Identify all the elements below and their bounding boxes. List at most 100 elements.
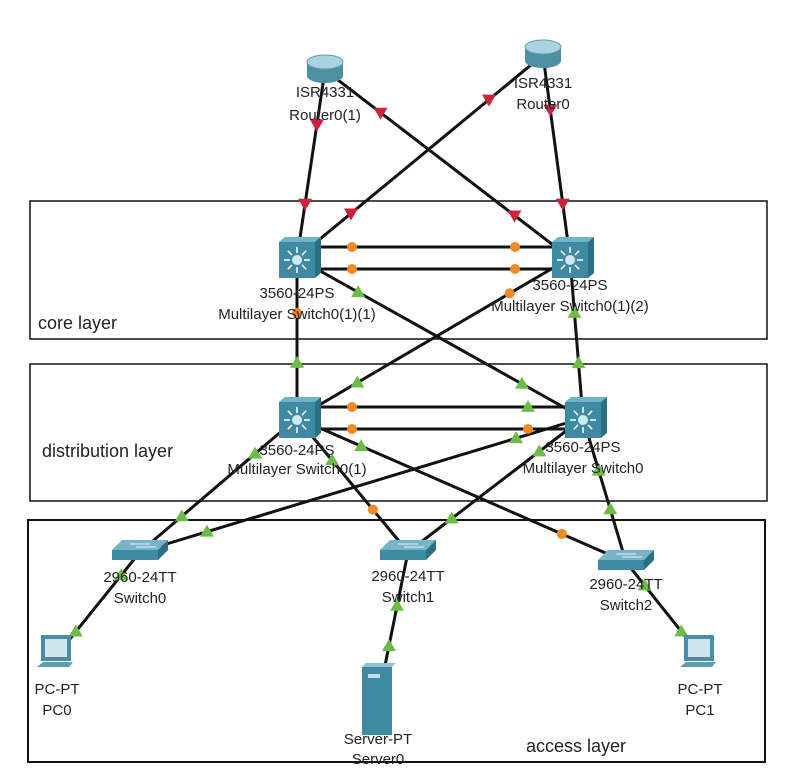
switch-icon	[380, 540, 436, 560]
device-name-label: Multilayer Switch0(1)	[227, 461, 366, 478]
router-icon	[524, 39, 562, 68]
link-r01-c1[interactable]	[295, 69, 327, 259]
link-status-down-marker	[373, 107, 388, 120]
link-d2-s1[interactable]	[407, 416, 584, 554]
link-status-blocking-marker	[504, 288, 515, 299]
device-d1[interactable]: 3560-24PS Multilayer Switch0(1)	[227, 397, 367, 478]
device-name-label: PC0	[42, 702, 71, 719]
device-name-label: Server0	[352, 751, 405, 768]
link-status-up-marker	[350, 375, 365, 388]
device-name-label: Router0	[516, 96, 569, 113]
link-status-blocking-marker	[556, 528, 567, 539]
device-c1[interactable]: 3560-24PS Multilayer Switch0(1)(1)	[218, 237, 376, 323]
link-c1-d2[interactable]	[296, 256, 584, 420]
link-status-down-marker	[555, 198, 570, 211]
device-model-label: 2960-24TT	[371, 568, 444, 585]
areas-layer: core layer distribution layer access lay…	[27, 200, 768, 763]
link-d1-s2[interactable]	[296, 416, 627, 564]
link-d2-s2[interactable]	[581, 417, 628, 563]
device-name-label: PC1	[685, 702, 714, 719]
switch-icon	[598, 550, 654, 570]
distribution-layer-label: distribution layer	[42, 441, 173, 461]
device-s1[interactable]: 2960-24TT Switch1	[371, 540, 445, 606]
link-status-blocking-marker	[510, 242, 520, 252]
access-layer-area[interactable]	[27, 519, 766, 763]
link-status-down-marker	[543, 104, 558, 117]
link-r01-c2[interactable]	[324, 68, 571, 260]
device-name-label: Router0(1)	[289, 107, 361, 124]
link-status-down-marker	[298, 198, 313, 211]
server-icon	[362, 663, 396, 735]
multilayer-switch-icon	[279, 237, 321, 278]
link-status-down-marker	[343, 208, 358, 221]
link-status-up-marker	[351, 285, 366, 298]
link-status-blocking-marker	[347, 264, 357, 274]
device-model-label: 3560-24PS	[259, 442, 334, 459]
link-c2-d2[interactable]	[568, 257, 585, 419]
multilayer-switch-icon	[565, 397, 607, 438]
link-status-up-marker	[567, 305, 582, 318]
link-status-up-marker	[381, 639, 396, 651]
link-status-up-marker	[174, 509, 189, 522]
links-layer	[55, 53, 702, 701]
link-status-up-marker	[444, 511, 459, 524]
device-pc0[interactable]: PC-PT PC0	[35, 635, 80, 719]
core-layer-area[interactable]	[29, 200, 768, 340]
link-status-up-marker	[290, 356, 304, 368]
core-layer-label: core layer	[38, 313, 117, 333]
link-status-blocking-marker	[347, 402, 357, 412]
pc-icon	[37, 635, 73, 667]
device-model-label: 3560-24PS	[532, 277, 607, 294]
link-status-up-marker	[200, 524, 215, 537]
device-model-label: 2960-24TT	[103, 569, 176, 586]
distribution-layer-area[interactable]	[29, 363, 768, 502]
switch-icon	[112, 540, 168, 560]
device-pc1[interactable]: PC-PT PC1	[678, 635, 723, 719]
access-layer-label: access layer	[526, 736, 626, 756]
device-model-label: PC-PT	[35, 681, 80, 698]
link-status-up-marker	[354, 439, 369, 451]
link-d1-s1[interactable]	[295, 417, 410, 553]
link-status-up-marker	[514, 376, 529, 389]
device-model-label: 3560-24PS	[259, 285, 334, 302]
device-name-label: Multilayer Switch0	[523, 460, 644, 477]
link-r0-c2[interactable]	[541, 54, 572, 259]
link-status-up-marker	[325, 453, 340, 466]
device-model-label: PC-PT	[678, 681, 723, 698]
devices-layer: ISR4331Router0(1)ISR4331Router03560-24PS…	[35, 39, 723, 768]
device-name-label: Switch2	[600, 597, 653, 614]
link-status-up-marker	[508, 431, 523, 444]
link-status-down-marker	[482, 94, 497, 107]
multilayer-switch-icon	[279, 397, 321, 438]
link-r0-c1[interactable]	[296, 53, 544, 260]
link-status-blocking-marker	[347, 242, 357, 252]
link-status-up-marker	[68, 624, 83, 637]
link-d1-s0[interactable]	[139, 416, 298, 554]
device-model-label: ISR4331	[296, 84, 354, 101]
link-status-blocking-marker	[510, 264, 520, 274]
device-name-label: Multilayer Switch0(1)(1)	[218, 306, 376, 323]
link-status-up-marker	[248, 446, 263, 459]
multilayer-switch-icon	[552, 237, 594, 278]
link-status-markers	[68, 94, 689, 651]
link-status-down-marker	[309, 119, 324, 132]
link-c2-d1[interactable]	[296, 256, 571, 420]
link-status-up-marker	[674, 624, 689, 637]
device-model-label: ISR4331	[514, 75, 572, 92]
link-status-blocking-marker	[347, 424, 357, 434]
link-status-up-marker	[532, 444, 547, 457]
link-d2-s0[interactable]	[139, 416, 584, 554]
device-name-label: Switch1	[382, 589, 435, 606]
router-icon	[306, 54, 344, 83]
link-status-up-marker	[637, 578, 652, 591]
link-status-up-marker	[571, 356, 586, 369]
link-status-up-marker	[591, 463, 606, 476]
